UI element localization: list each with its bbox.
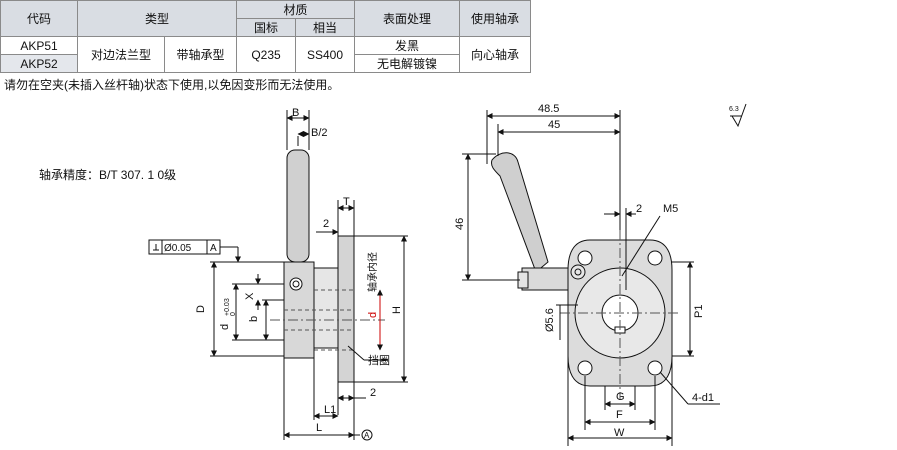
label-roughness: 6.3: [729, 106, 739, 113]
label-W: W: [614, 427, 625, 439]
label-T: T: [343, 196, 350, 208]
label-B2: B/2: [311, 127, 328, 139]
cell-code: AKP51: [0, 36, 78, 55]
label-datum-A: A: [364, 431, 370, 440]
label-L1: L1: [324, 404, 336, 416]
spec-table: 代码 类型 材质 表面处理 使用轴承 国标 相当 AKP51 对边法兰型 带轴承…: [0, 0, 531, 73]
header-material: 材质: [236, 0, 355, 19]
header-bearing: 使用轴承: [459, 0, 531, 37]
label-4-d1: 4-d1: [692, 392, 714, 404]
cell-type2: 带轴承型: [164, 36, 237, 73]
side-view: [148, 110, 408, 441]
cell-bearing: 向心轴承: [459, 36, 531, 73]
label-X: X: [244, 292, 256, 300]
label-46: 46: [454, 218, 466, 230]
label-48-5: 48.5: [538, 103, 559, 115]
bearing-accuracy: 轴承精度：B/T 307. 1 0级: [39, 168, 177, 182]
label-2-bottom: 2: [370, 387, 376, 399]
header-surface: 表面处理: [354, 0, 460, 37]
label-B: B: [292, 107, 299, 119]
front-view-labels: 48.5 45 46 2 M5 Ø5.6 P1 G F W 4-d1 6.3: [454, 103, 739, 439]
label-2-front: 2: [636, 203, 642, 215]
label-b: b: [248, 316, 260, 322]
label-bearing-inner: 轴承内径: [366, 252, 379, 292]
cell-surface: 无电解镀镍: [354, 54, 460, 73]
label-P1: P1: [693, 305, 705, 318]
label-2-top: 2: [323, 218, 329, 230]
cell-equiv: SS400: [295, 36, 355, 73]
label-dia-5-6: Ø5.6: [544, 308, 556, 332]
side-view-labels: B B/2 T 2 Ø0.05 A D d +0.03 0 b X H 轴承内径…: [164, 107, 403, 440]
usage-note: 请勿在空夹(未插入丝杆轴)状态下使用,以免因变形而无法使用。: [4, 78, 340, 92]
cell-type1: 对边法兰型: [76, 36, 166, 73]
label-bearing-d: d: [367, 312, 379, 318]
label-d-tol-upper: +0.03: [224, 298, 231, 316]
header-code: 代码: [0, 0, 78, 37]
label-retaining-ring: 挡圈: [368, 353, 390, 367]
label-H: H: [391, 306, 403, 314]
header-material-equiv: 相当: [295, 18, 355, 37]
tolerance-value: Ø0.05: [164, 243, 192, 254]
label-45: 45: [548, 119, 560, 131]
label-M5: M5: [663, 203, 678, 215]
label-L: L: [316, 422, 322, 434]
label-D: D: [195, 305, 207, 313]
cell-code: AKP52: [0, 54, 78, 73]
label-G: G: [616, 391, 625, 403]
cell-gb: Q235: [236, 36, 296, 73]
label-d: d: [219, 324, 231, 330]
label-F: F: [616, 409, 623, 421]
front-view: [462, 103, 747, 446]
label-d-tol-lower: 0: [230, 312, 237, 316]
tolerance-ref: A: [210, 243, 217, 254]
